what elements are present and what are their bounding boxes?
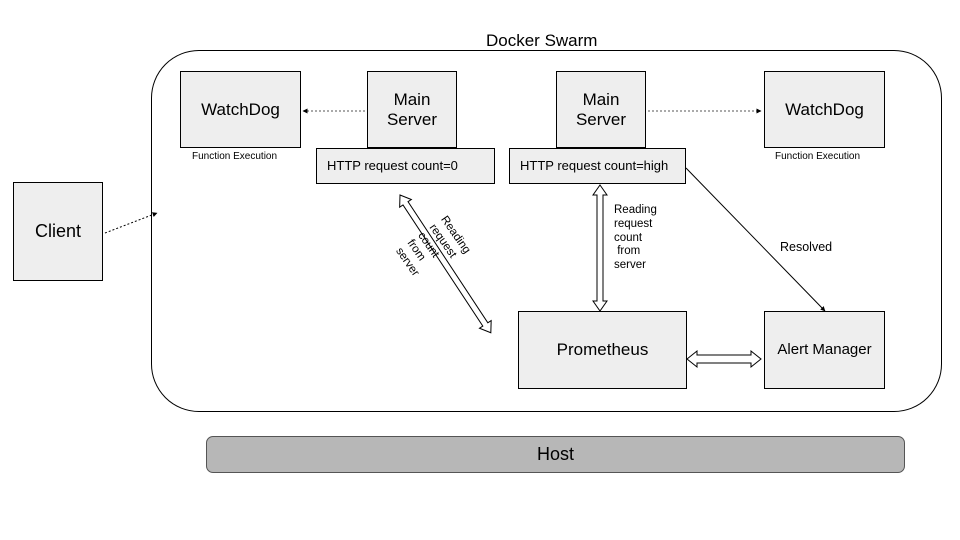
- prometheus-label: Prometheus: [556, 340, 649, 360]
- right-reading-double-arrow: [592, 184, 608, 312]
- watchdog-right-node: WatchDog: [764, 71, 885, 148]
- docker-swarm-boundary: [151, 50, 942, 412]
- alert-manager-label: Alert Manager: [777, 341, 872, 359]
- resolved-connector: [685, 167, 826, 312]
- watchdog-right-caption: Function Execution: [775, 151, 861, 162]
- prometheus-node: Prometheus: [518, 311, 687, 389]
- prometheus-alert-double-arrow: [686, 349, 762, 369]
- main-server-left-label: Main Server: [386, 89, 438, 129]
- client-label: Client: [34, 221, 82, 242]
- main-server-left-node: Main Server: [367, 71, 457, 148]
- resolved-label: Resolved: [780, 240, 833, 254]
- docker-swarm-title: Docker Swarm: [486, 31, 598, 50]
- left-reading-double-arrow: [399, 194, 492, 334]
- alert-manager-node: Alert Manager: [764, 311, 885, 389]
- watchdog-left-label: WatchDog: [201, 99, 280, 119]
- watchdog-left-caption: Function Execution: [192, 151, 278, 162]
- request-counter-right-label: HTTP request count=high: [520, 157, 669, 173]
- host-bar: Host: [206, 436, 905, 473]
- main-server-right-node: Main Server: [556, 71, 646, 148]
- request-counter-left: HTTP request count=0: [316, 148, 495, 184]
- watchdog-right-label: WatchDog: [785, 99, 864, 119]
- client-node: Client: [13, 182, 103, 281]
- request-counter-left-label: HTTP request count=0: [327, 157, 458, 173]
- request-counter-right: HTTP request count=high: [509, 148, 686, 184]
- client-to-swarm-connector: [104, 212, 158, 234]
- host-label: Host: [536, 444, 574, 464]
- main-server-right-label: Main Server: [575, 89, 627, 129]
- watchdog-left-node: WatchDog: [180, 71, 301, 148]
- right-reading-label: Reading request count from server: [614, 204, 657, 272]
